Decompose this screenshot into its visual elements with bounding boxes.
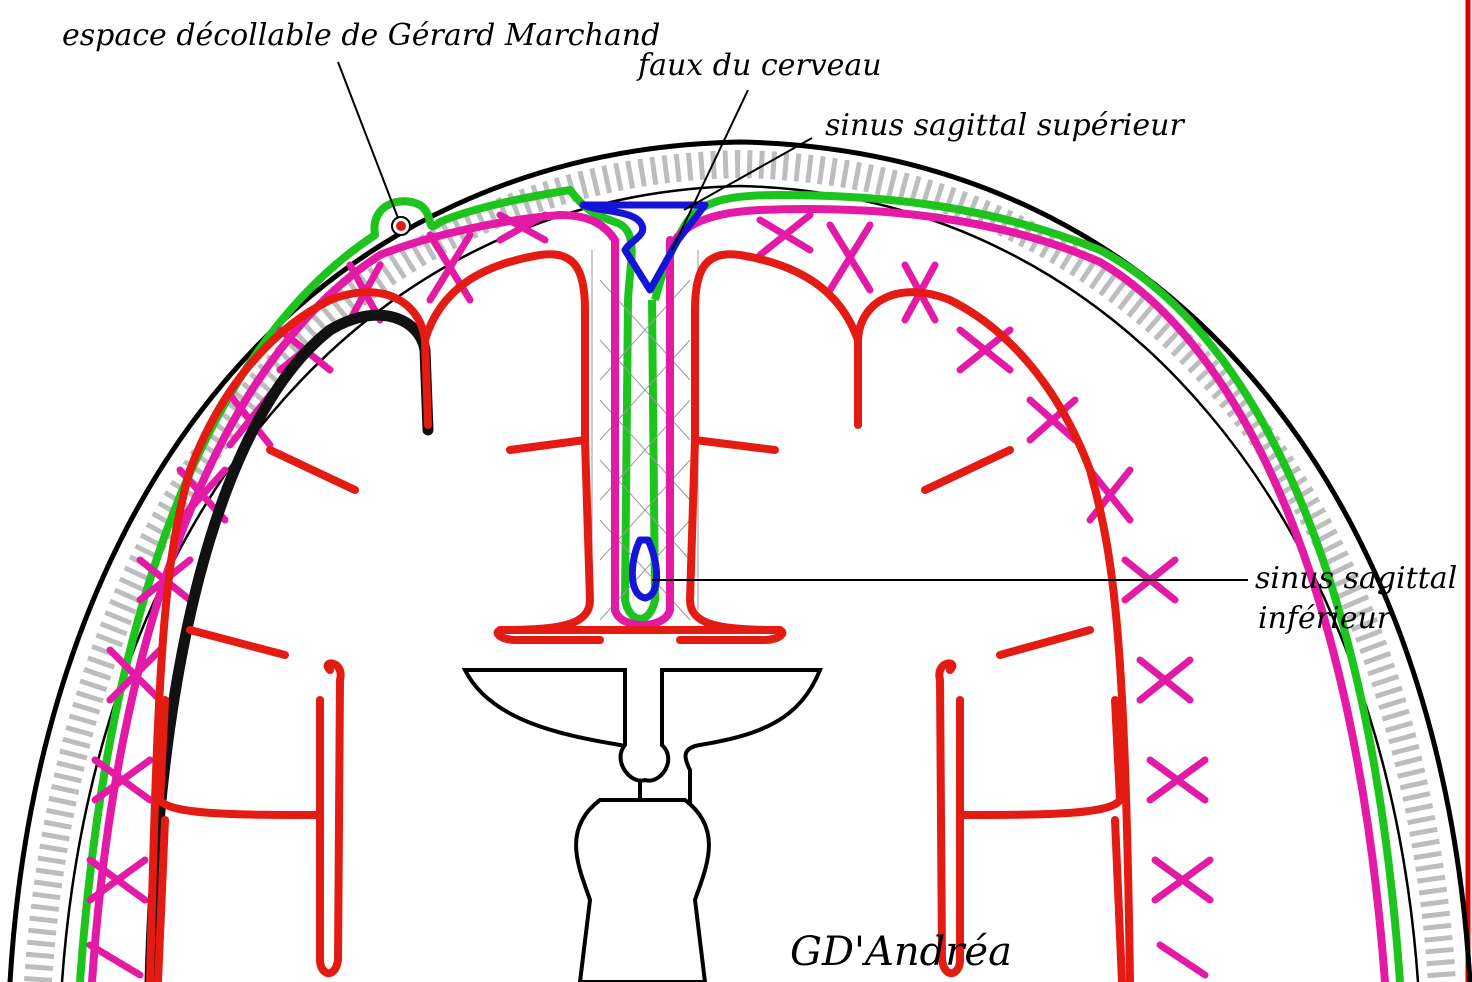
brainstem xyxy=(576,800,709,982)
falx-mesh xyxy=(592,250,698,620)
pia-right-outer xyxy=(680,254,1130,982)
pia-left-outer xyxy=(150,254,600,982)
artist-signature: GD'Andréa xyxy=(790,929,1012,975)
skull-outer-table xyxy=(10,142,1470,982)
skull-inner-table xyxy=(62,186,1418,982)
ventricle-stem xyxy=(621,668,669,781)
label-superior-sinus: sinus sagittal supérieur xyxy=(825,108,1185,143)
label-inferior-sinus-line2: inférieur xyxy=(1258,601,1393,636)
pia-right-sulci xyxy=(925,450,1122,982)
trabeculae-right xyxy=(760,215,1210,975)
epidural-space-marker xyxy=(392,217,410,235)
pia-left-sulci xyxy=(158,450,355,982)
label-falx: faux du cerveau xyxy=(636,48,882,83)
label-inferior-sinus-line1: sinus sagittal xyxy=(1255,561,1457,596)
skull-diploe xyxy=(38,164,1442,982)
skull xyxy=(10,142,1470,982)
central-structures xyxy=(465,668,820,982)
label-epidural-space: espace décollable de Gérard Marchand xyxy=(62,18,660,53)
leader-epidural xyxy=(338,62,398,218)
